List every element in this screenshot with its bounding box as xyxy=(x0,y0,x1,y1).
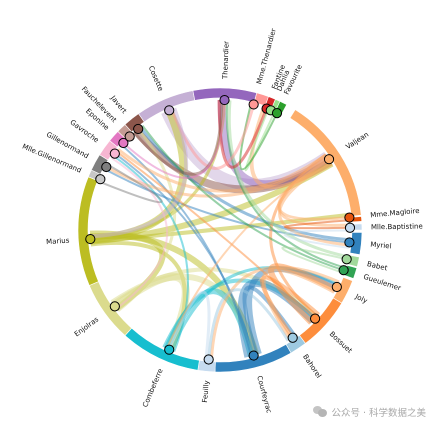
node-label-babet: Babet xyxy=(366,260,388,272)
chord-link-joly-to-bahorel xyxy=(261,267,336,341)
chord-link-gueulemer-to-thenardier xyxy=(225,100,345,269)
node-label-cosette: Cosette xyxy=(147,65,165,93)
chord-link-javert-to-thenardier xyxy=(132,99,224,176)
node-marker-mlle-gillenormand xyxy=(95,174,106,185)
node-label-courfeyrac: Courfeyrac xyxy=(255,375,273,414)
node-marker-eponine xyxy=(118,137,129,149)
node-marker-mme-thenardier xyxy=(248,99,259,110)
node-label-feuilly: Feuilly xyxy=(201,380,211,403)
chord-link-valjean-to-gavroche xyxy=(117,148,327,193)
nodes-layer xyxy=(85,94,356,365)
node-marker-marius xyxy=(85,233,96,245)
watermark: 公众号 · 科学数据之美 xyxy=(313,405,426,419)
node-label-gueulemer: Gueulemer xyxy=(362,273,402,293)
chord-link-gillenormand-to-mlle-gillenormand xyxy=(98,163,163,204)
node-label-mlle-baptistine: Mlle.Baptistine xyxy=(371,222,423,231)
chord-link-babet-to-thenardier xyxy=(227,100,348,259)
node-label-bahorel: Bahorel xyxy=(301,353,323,380)
ring-arc-myriel xyxy=(349,231,363,256)
node-label-thenardier: Thenardier xyxy=(221,41,230,80)
node-label-bossuet: Bossuet xyxy=(328,330,354,355)
node-label-enjolras: Enjolras xyxy=(73,315,101,338)
node-label-joly: Joly xyxy=(353,292,369,305)
chord-link-cosette-to-marius xyxy=(90,107,189,239)
node-marker-gavroche xyxy=(109,148,120,159)
node-marker-babet xyxy=(341,254,352,265)
chord-link-feuilly-to-combeferre xyxy=(167,290,211,360)
node-marker-favourite xyxy=(271,108,283,119)
node-marker-enjolras xyxy=(109,301,120,312)
chord-link-joly-to-feuilly xyxy=(209,265,340,360)
node-label-marius: Marius xyxy=(46,237,70,247)
node-marker-mme-magloire xyxy=(344,212,355,223)
chord-link-bahorel-to-feuilly xyxy=(207,288,290,360)
chord-link-myriel-to-javert xyxy=(139,126,350,242)
chord-link-bossuet-to-gavroche xyxy=(115,150,316,320)
node-marker-bahorel xyxy=(287,332,298,343)
wechat-icon xyxy=(313,406,328,418)
node-marker-thenardier xyxy=(219,94,230,106)
node-marker-cosette xyxy=(164,105,175,116)
chord-link-courfeyrac-to-gavroche xyxy=(114,152,255,356)
chord-link-gavroche-to-enjolras xyxy=(111,157,168,310)
node-marker-valjean xyxy=(323,154,335,165)
arcs-layer xyxy=(77,87,363,373)
chord-link-eponine-to-thenardier xyxy=(122,100,226,179)
chord-link-babet-to-gueulemer xyxy=(281,246,347,274)
node-marker-javert xyxy=(133,123,144,135)
node-label-myriel: Myriel xyxy=(370,240,392,250)
node-label-mme-magloire: Mme.Magloire xyxy=(370,207,420,220)
chord-link-valjean-to-combeferre xyxy=(165,158,330,349)
node-marker-fauchelevent xyxy=(124,131,135,142)
node-label-combeferre: Combeferre xyxy=(141,367,165,408)
chord-link-dahlia-to-favourite xyxy=(244,108,276,172)
node-marker-courfeyrac xyxy=(248,350,259,361)
links-layer xyxy=(89,99,351,360)
chord-link-mlle-baptistine-to-myriel xyxy=(283,229,351,249)
node-marker-combeferre xyxy=(164,344,175,355)
chord-link-mme-magloire-to-mlle-baptistine xyxy=(283,219,350,230)
node-marker-gueulemer xyxy=(338,265,349,276)
node-marker-bossuet xyxy=(309,313,321,324)
node-marker-mlle-baptistine xyxy=(344,222,356,233)
node-label-valjean: Valjean xyxy=(344,131,370,152)
node-marker-myriel xyxy=(344,237,355,248)
ring-arc-combeferre xyxy=(124,327,200,371)
node-marker-joly xyxy=(331,281,342,293)
chord-link-gueulemer-to-javert xyxy=(141,125,344,272)
watermark-text: 公众号 · 科学数据之美 xyxy=(331,408,426,419)
node-marker-gillenormand xyxy=(101,161,112,173)
node-marker-feuilly xyxy=(203,354,214,365)
chord-link-combeferre-to-gavroche xyxy=(112,154,189,353)
